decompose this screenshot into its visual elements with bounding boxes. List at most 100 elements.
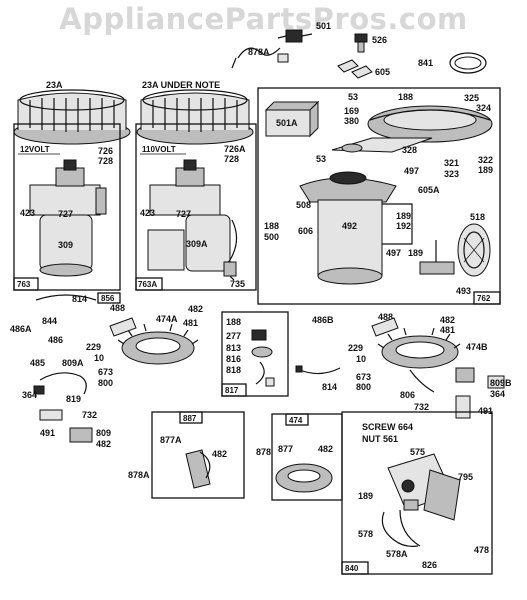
label-478: 478 xyxy=(474,545,489,555)
label-806: 806 xyxy=(400,390,415,400)
clips-605 xyxy=(337,59,373,79)
voltage-12: 12VOLT xyxy=(20,145,50,154)
box-840-tag xyxy=(341,561,369,575)
label-482b: 482 xyxy=(96,439,111,449)
voltage-110: 110VOLT xyxy=(142,145,176,154)
label-809A: 809A xyxy=(62,358,84,368)
label-814: 814 xyxy=(72,294,87,304)
watermark: AppliancePartsPros.com xyxy=(59,2,468,36)
connector-809 xyxy=(69,427,93,443)
box-887-tag xyxy=(179,411,203,424)
label-380: 380 xyxy=(344,116,359,126)
starter-motor-309A xyxy=(147,159,238,281)
label-844: 844 xyxy=(42,316,57,326)
wire-814 xyxy=(35,294,97,301)
label-486: 486 xyxy=(48,335,63,345)
label-578A: 578A xyxy=(386,549,408,559)
label-364-r: 364 xyxy=(490,389,505,399)
control-panel-795 xyxy=(381,453,461,547)
label-728: 728 xyxy=(98,156,113,166)
label-809B: 809B xyxy=(490,378,512,388)
label-481: 481 xyxy=(183,318,198,328)
label-192: 192 xyxy=(396,221,411,231)
wire-harness-809A xyxy=(33,372,87,395)
label-500: 500 xyxy=(264,232,279,242)
label-795: 795 xyxy=(458,472,473,482)
label-878A-top: 878A xyxy=(248,47,270,57)
label-188-817: 188 xyxy=(226,317,241,327)
coil-877A xyxy=(185,449,211,489)
wire-814-r xyxy=(295,365,341,375)
label-605A: 605A xyxy=(418,185,440,195)
label-732: 732 xyxy=(82,410,97,420)
label-53b: 53 xyxy=(316,154,326,164)
label-800: 800 xyxy=(98,378,113,388)
label-277: 277 xyxy=(226,331,241,341)
box-762-frame xyxy=(257,87,501,305)
label-189: 189 xyxy=(478,165,493,175)
label-826: 826 xyxy=(422,560,437,570)
label-735: 735 xyxy=(230,279,245,289)
flywheel-right xyxy=(136,89,254,145)
bracket-491 xyxy=(39,409,63,421)
label-10: 10 xyxy=(94,353,104,363)
label-605: 605 xyxy=(375,67,390,77)
label-809: 809 xyxy=(96,428,111,438)
label-322: 322 xyxy=(478,155,493,165)
box-763-label: 763 xyxy=(17,280,31,289)
label-189b: 189 xyxy=(396,211,411,221)
label-818: 818 xyxy=(226,365,241,375)
box-840-frame xyxy=(341,411,493,575)
box-763-frame xyxy=(13,123,121,291)
label-325: 325 xyxy=(464,93,479,103)
flywheel-right-title: 23A UNDER NOTE xyxy=(142,80,220,90)
label-482-r: 482 xyxy=(440,315,455,325)
label-nut-561: NUT 561 xyxy=(362,434,398,444)
label-497b: 497 xyxy=(386,248,401,258)
bracket-493 xyxy=(419,240,455,275)
terminal-block-501 xyxy=(231,29,313,69)
label-606: 606 xyxy=(298,226,313,236)
box-817-tag xyxy=(221,383,247,397)
label-482: 482 xyxy=(188,304,203,314)
label-491: 491 xyxy=(40,428,55,438)
label-423-mid: 423 xyxy=(140,208,155,218)
label-188: 188 xyxy=(398,92,413,102)
box-762-tag xyxy=(473,291,501,305)
box-762-label: 762 xyxy=(477,294,491,303)
label-169: 169 xyxy=(344,106,359,116)
label-309: 309 xyxy=(58,240,73,250)
label-877: 877 xyxy=(278,444,293,454)
label-423: 423 xyxy=(20,208,35,218)
label-488-r: 488 xyxy=(378,312,393,322)
label-229: 229 xyxy=(86,342,101,352)
label-486A: 486A xyxy=(10,324,32,334)
label-189c: 189 xyxy=(408,248,423,258)
stator-474B xyxy=(371,317,461,369)
box-856-tag xyxy=(97,292,121,304)
ring-gear-324 xyxy=(367,105,493,143)
label-493: 493 xyxy=(456,286,471,296)
label-727: 727 xyxy=(58,209,73,219)
motor-generator-492 xyxy=(299,171,413,285)
label-728-mid: 728 xyxy=(224,154,239,164)
label-53: 53 xyxy=(348,92,358,102)
label-321: 321 xyxy=(444,158,459,168)
box-817-label: 817 xyxy=(225,386,239,395)
box-817-frame xyxy=(221,311,289,397)
stator-877 xyxy=(275,463,333,493)
label-497: 497 xyxy=(404,166,419,176)
clamp-841 xyxy=(449,52,487,74)
label-229-r: 229 xyxy=(348,343,363,353)
label-492: 492 xyxy=(342,221,357,231)
label-491-r: 491 xyxy=(478,406,493,416)
label-726A: 726A xyxy=(224,144,246,154)
plate-518 xyxy=(457,223,491,277)
label-485: 485 xyxy=(30,358,45,368)
label-526: 526 xyxy=(372,35,387,45)
label-727-mid: 727 xyxy=(176,209,191,219)
label-575: 575 xyxy=(410,447,425,457)
label-673: 673 xyxy=(98,367,113,377)
label-578: 578 xyxy=(358,529,373,539)
